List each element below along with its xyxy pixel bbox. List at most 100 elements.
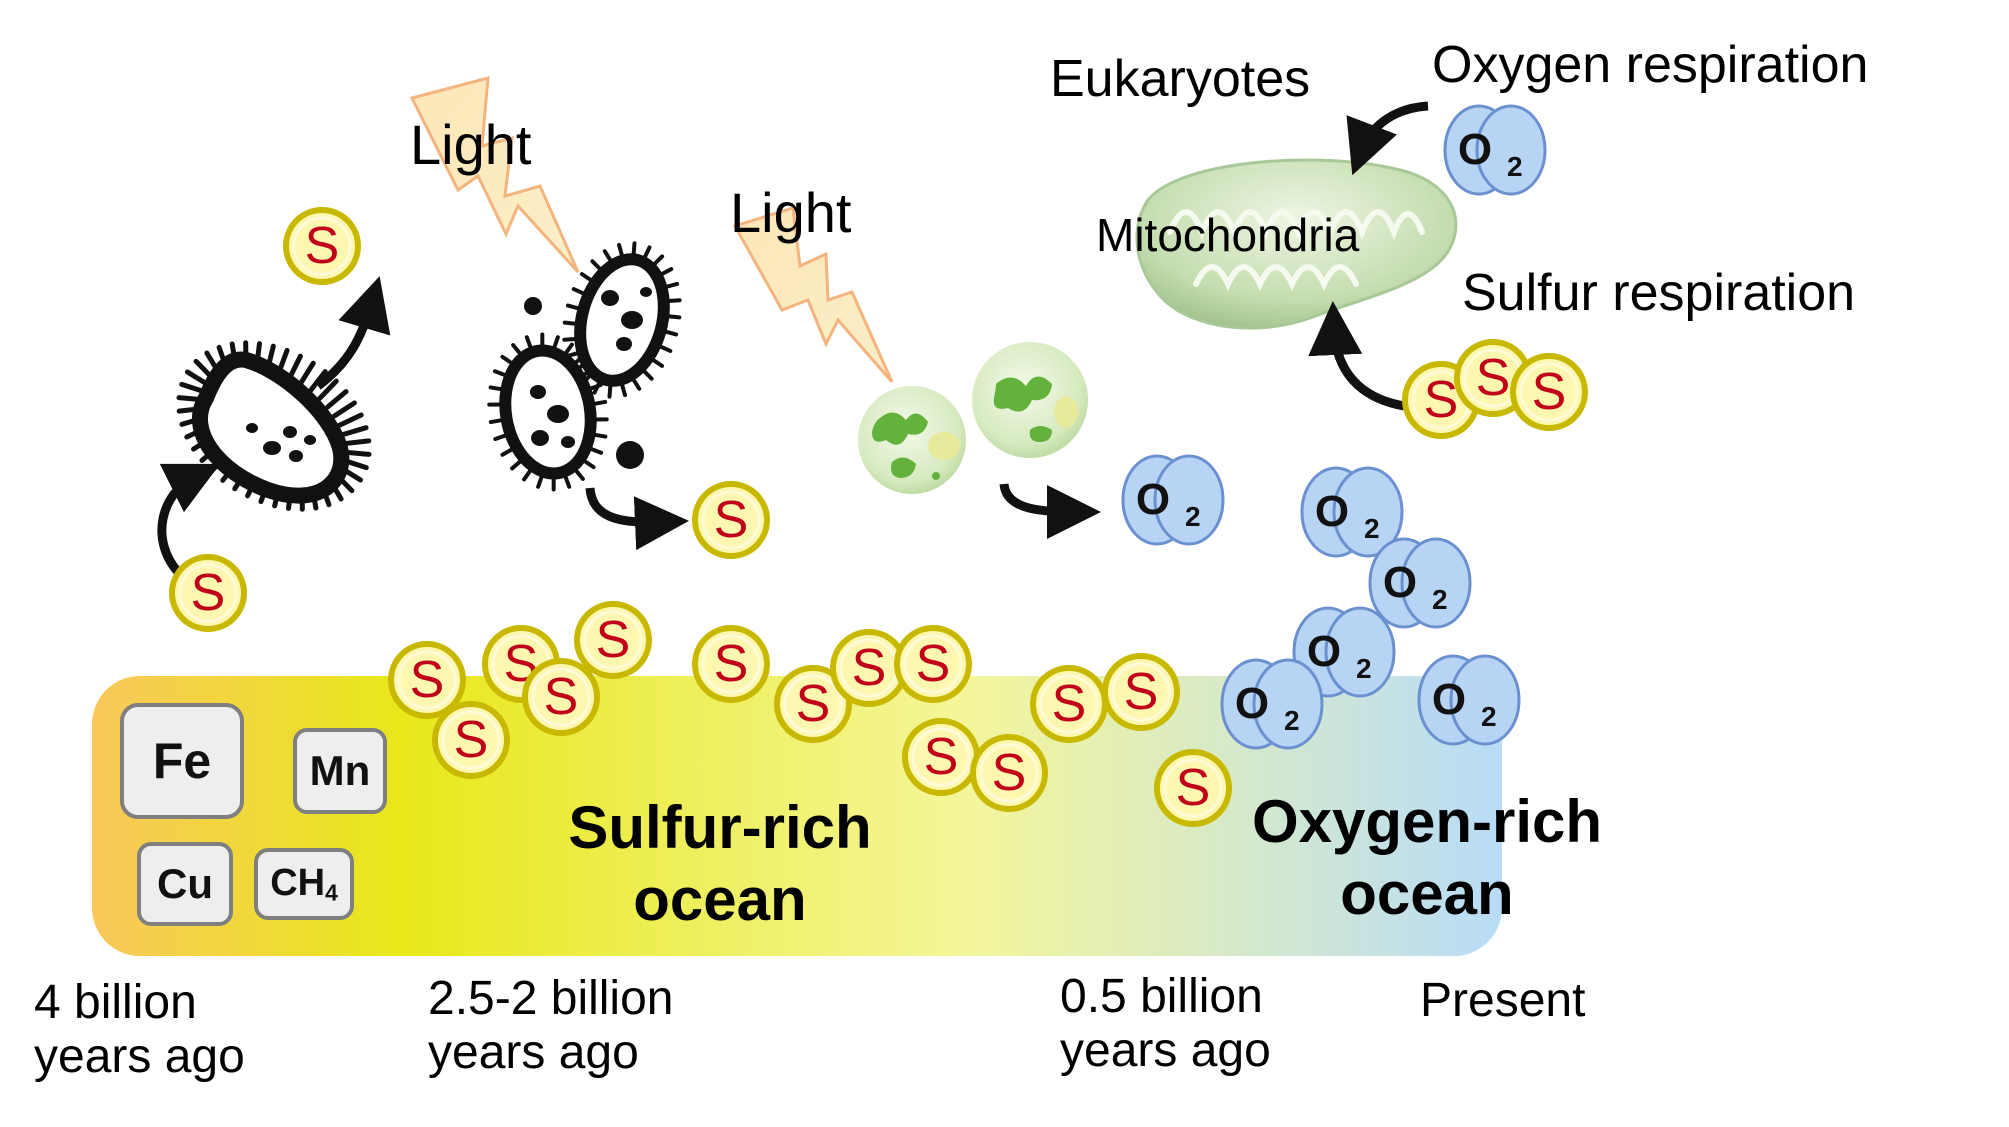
sulfur-symbol: S bbox=[544, 668, 579, 726]
label-light-2: Light bbox=[730, 181, 852, 244]
label-eukaryotes: Eukaryotes bbox=[1050, 50, 1311, 108]
oxygen-symbol: O bbox=[1136, 475, 1170, 524]
timeline-2-5-billion: 2.5-2 billion years ago bbox=[428, 972, 673, 1080]
label-oxygen-respiration: Oxygen respiration bbox=[1432, 36, 1869, 94]
element-cu-text: Cu bbox=[157, 860, 213, 907]
arrow-oxygen-to-mitochondria bbox=[1346, 101, 1429, 176]
oval-bacterium-lower bbox=[487, 332, 609, 492]
timeline-0-5-billion-line1: 0.5 billion bbox=[1060, 970, 1263, 1023]
element-chip-mn: Mn bbox=[293, 728, 387, 814]
sulfur-atom: S bbox=[692, 481, 770, 559]
timeline-present-line1: Present bbox=[1420, 974, 1586, 1027]
sulfur-atom: S bbox=[894, 625, 972, 703]
sulfur-symbol: S bbox=[454, 711, 489, 769]
arrow-sulfur-into-rod bbox=[157, 463, 221, 575]
sulfur-atom: S bbox=[1102, 653, 1180, 731]
oxygen-subscript: 2 bbox=[1481, 701, 1497, 732]
label-sulfur-rich-line1: Sulfur-rich bbox=[568, 794, 872, 861]
sulfur-symbol: S bbox=[1476, 349, 1511, 407]
sulfur-atom: S bbox=[1154, 749, 1232, 827]
sulfur-symbol: S bbox=[916, 635, 951, 693]
sulfur-atom: S bbox=[1510, 353, 1588, 431]
sulfur-atom: S bbox=[692, 625, 770, 703]
element-ch4-sub: 4 bbox=[325, 879, 338, 906]
element-chip-ch4: CH4 bbox=[254, 848, 354, 920]
sulfur-atom: S bbox=[1030, 665, 1108, 743]
oxygen-symbol: O bbox=[1383, 558, 1417, 607]
sulfur-symbol: S bbox=[714, 491, 749, 549]
oxygen-subscript: 2 bbox=[1356, 653, 1372, 684]
sulfur-symbol: S bbox=[796, 675, 831, 733]
element-ch4-base: CH bbox=[270, 861, 326, 904]
sulfur-symbol: S bbox=[305, 217, 340, 275]
label-oxygen-rich-line1: Oxygen-rich bbox=[1251, 788, 1603, 855]
sulfur-atom: S bbox=[574, 601, 652, 679]
sulfur-atom: S bbox=[774, 665, 852, 743]
oxygen-subscript: 2 bbox=[1432, 584, 1448, 615]
oxygen-symbol: O bbox=[1235, 679, 1269, 728]
timeline-4-billion-line1: 4 billion bbox=[34, 976, 197, 1029]
oxygen-symbol: O bbox=[1432, 675, 1466, 724]
label-light-1: Light bbox=[410, 113, 532, 176]
sulfur-symbol: S bbox=[714, 635, 749, 693]
label-oxygen-rich-line2: ocean bbox=[1340, 860, 1514, 927]
label-sulfur-rich-ocean: Sulfur-rich ocean bbox=[540, 792, 900, 936]
black-dot-large bbox=[616, 441, 644, 469]
algae-cell-right bbox=[972, 342, 1088, 458]
label-oxygen-rich-ocean: Oxygen-rich ocean bbox=[1232, 786, 1622, 930]
black-dot-small bbox=[524, 297, 542, 315]
timeline-2-5-billion-line1: 2.5-2 billion bbox=[428, 972, 674, 1025]
timeline-present: Present bbox=[1420, 974, 1585, 1028]
sulfur-atom: S bbox=[388, 641, 466, 719]
sulfur-symbol: S bbox=[1424, 371, 1459, 429]
sulfur-symbol: S bbox=[410, 651, 445, 709]
element-ch4-text: CH4 bbox=[270, 862, 338, 907]
oxygen-subscript: 2 bbox=[1507, 151, 1523, 182]
sulfur-symbol: S bbox=[191, 564, 226, 622]
timeline-4-billion: 4 billion years ago bbox=[34, 976, 245, 1084]
oxygen-symbol: O bbox=[1458, 125, 1492, 174]
sulfur-symbol: S bbox=[852, 639, 887, 697]
sulfur-atom: S bbox=[522, 658, 600, 736]
sulfur-atom: S bbox=[970, 734, 1048, 812]
oxygen-subscript: 2 bbox=[1364, 513, 1380, 544]
sulfur-symbol: S bbox=[1124, 663, 1159, 721]
sulfur-symbol: S bbox=[596, 611, 631, 669]
timeline-0-5-billion: 0.5 billion years ago bbox=[1060, 970, 1271, 1078]
algae-cell-left bbox=[858, 386, 966, 494]
label-sulfur-rich-line2: ocean bbox=[633, 866, 807, 933]
label-sulfur-respiration: Sulfur respiration bbox=[1462, 264, 1856, 322]
element-mn-text: Mn bbox=[309, 747, 371, 794]
element-chip-cu: Cu bbox=[137, 842, 233, 926]
sulfur-atom: S bbox=[902, 718, 980, 796]
timeline-4-billion-line2: years ago bbox=[34, 1029, 245, 1083]
arrow-rod-to-sulfur bbox=[315, 276, 391, 390]
element-chip-fe: Fe bbox=[120, 703, 244, 819]
sulfur-atom: S bbox=[432, 701, 510, 779]
oxygen-subscript: 2 bbox=[1185, 501, 1201, 532]
sulfur-symbol: S bbox=[924, 728, 959, 786]
oxygen-symbol: O bbox=[1307, 627, 1341, 676]
mitochondrion bbox=[1135, 158, 1458, 330]
arrow-sulfur-to-mitochondria bbox=[1308, 301, 1405, 411]
lightning-bolt-1 bbox=[409, 76, 580, 274]
label-mitochondria: Mitochondria bbox=[1096, 209, 1360, 261]
arrow-algae-to-oxygen bbox=[999, 483, 1101, 539]
timeline-0-5-billion-line2: years ago bbox=[1060, 1023, 1271, 1077]
oxygen-subscript: 2 bbox=[1284, 705, 1300, 736]
sulfur-symbol: S bbox=[1052, 675, 1087, 733]
sulfur-atom: S bbox=[830, 629, 908, 707]
sulfur-symbol: S bbox=[1176, 759, 1211, 817]
sulfur-symbol: S bbox=[1532, 363, 1567, 421]
sulfur-atom: S bbox=[169, 554, 247, 632]
arrow-oval-to-sulfur bbox=[585, 487, 689, 551]
oval-bacterium-upper bbox=[562, 241, 682, 399]
